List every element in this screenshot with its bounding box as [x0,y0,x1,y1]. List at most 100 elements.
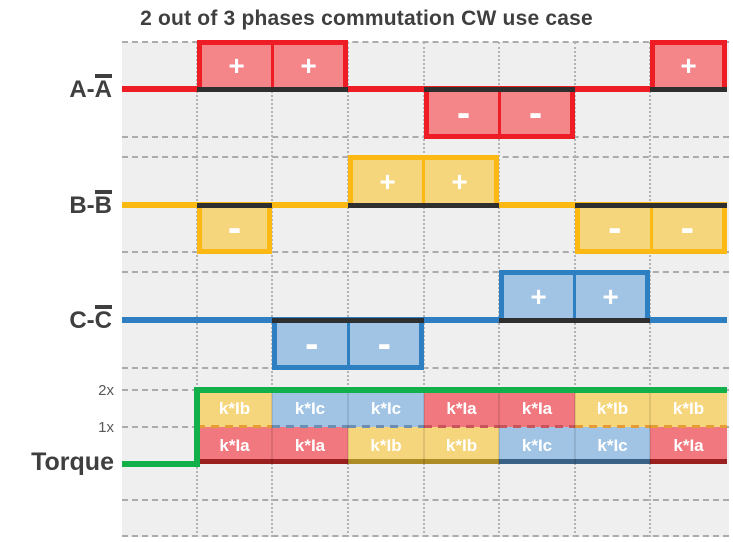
cell-divider [498,91,501,134]
grid-hline [122,499,729,501]
phase-b-baseline-segment [499,202,575,208]
minus-sign: - [227,206,242,250]
phase-a-baseline-segment [575,86,650,92]
cell-divider [574,390,576,464]
cell-divider [573,275,576,318]
overline-letter: A [94,74,112,103]
phase-c-baseline-segment [650,317,727,323]
one-x-dashed-line [575,425,650,428]
signal-cell: + [353,160,422,203]
scale-2x-label: 2x [98,382,114,399]
phase-a-positive-box: + [650,40,727,92]
phase-a-active-line [424,87,575,92]
cell-divider [422,160,425,203]
signal-cell: + [504,275,573,318]
phase-c-label-prefix: C- [69,307,95,334]
phase-c-negative-box: - - [272,317,424,370]
signal-cell: - [653,207,723,249]
minus-sign: - [680,206,694,250]
plus-sign: + [300,50,317,81]
torque-cell-bottom-border [272,459,348,464]
signal-cell: - [501,91,570,134]
phase-b-negative-box: - [197,202,272,254]
one-x-dashed-line [650,425,727,428]
one-x-dashed-line [348,425,424,428]
scale-1x-label: 1x [98,419,114,436]
grid-hline [122,271,729,273]
torque-cell-top: k*Ia [499,390,575,427]
torque-term: k*Ia [673,435,704,455]
phase-a-label-prefix: A- [69,76,95,103]
torque-cell-bottom: k*Ic [499,427,575,464]
torque-cell-top: k*Ia [424,390,499,427]
grid-vline [347,42,349,537]
torque-term: k*Ic [370,398,402,418]
grid-vline [649,42,651,537]
signal-cell: + [655,45,722,87]
torque-cell-bottom-border [575,459,650,464]
torque-term: k*Ia [446,398,477,418]
minus-sign: - [528,90,543,135]
grid-vline [271,42,273,537]
one-x-dashed-line [272,425,348,428]
torque-cell-bottom-border [424,459,499,464]
grid-vline [423,42,425,537]
phase-b-active-line [197,203,272,208]
torque-cell-top: k*Ib [575,390,650,427]
signal-cell: - [202,207,267,249]
grid-hline [122,535,729,537]
torque-cell-bottom-border [650,459,727,464]
torque-term: k*Ib [672,398,705,418]
phase-a-active-line [197,87,348,92]
minus-sign: - [608,206,622,250]
signal-cell: + [202,45,271,87]
torque-step-line [194,387,200,467]
phase-a-positive-box: + + [197,40,348,92]
signal-cell: + [274,45,343,87]
torque-term: k*Ib [218,398,251,418]
cell-divider [271,45,274,87]
overline-letter: C [94,305,112,334]
torque-cell-bottom: k*Ib [348,427,424,464]
torque-cell-bottom: k*Ia [272,427,348,464]
phase-c-active-line [272,318,424,323]
phase-a-active-line [650,87,727,92]
minus-sign: - [305,321,319,366]
phase-c-active-line [499,318,650,323]
signal-cell: + [576,275,645,318]
plus-sign: + [451,165,468,197]
torque-term: k*Ia [294,435,326,455]
plus-sign: + [680,50,697,81]
phase-b-negative-box: - - [575,202,727,254]
phase-b-label: B-B [16,190,112,220]
cell-divider [346,322,350,365]
torque-term: k*Ic [294,398,326,418]
torque-term: k*Ib [370,435,402,455]
plus-sign: + [379,165,396,197]
phase-b-active-line [348,203,499,208]
minus-sign: - [377,321,391,366]
one-x-dashed-line [197,425,272,428]
torque-term: k*Ia [219,435,250,455]
grid-hline [122,367,729,369]
phase-c-positive-box: + + [499,270,650,323]
grid-hline [122,251,729,253]
torque-cell-bottom-border [499,459,575,464]
cell-divider [649,207,653,249]
torque-cell-bottom: k*Ic [575,427,650,464]
cell-divider [423,390,425,464]
phase-b-baseline-segment [272,202,348,208]
plus-sign: + [530,280,547,312]
torque-term: k*Ic [597,435,628,455]
phase-a-negative-box: - - [424,86,575,139]
torque-cell-bottom-border [348,459,424,464]
torque-term: k*Ib [445,435,478,455]
phase-b-label-prefix: B- [69,192,95,219]
plus-sign: + [228,50,245,81]
one-x-dashed-line [424,425,499,428]
torque-baseline [122,461,200,467]
overline-letter: B [94,190,112,219]
torque-cell-bottom: k*Ia [197,427,272,464]
phase-c-baseline-segment [424,317,499,323]
